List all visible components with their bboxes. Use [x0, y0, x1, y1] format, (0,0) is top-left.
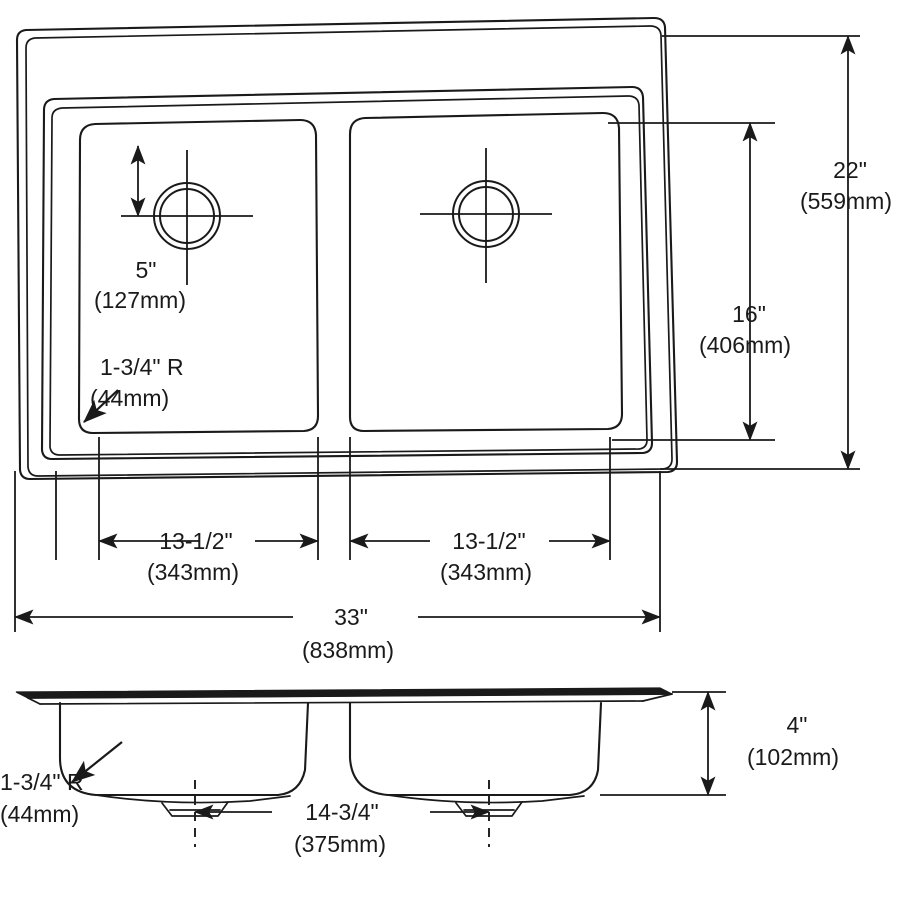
dim-right-bowl-imperial-label: 13-1/2" — [452, 528, 525, 554]
dim-22in-metric-label: (559mm) — [800, 188, 892, 214]
dim-left-bowl-width: 13-1/2" (343mm) — [98, 528, 319, 585]
callout-corner-radius-side: 1-3/4" R (44mm) — [0, 741, 123, 827]
bottom-extension-lines — [14, 437, 661, 632]
dim-5in-imperial-label: 5" — [136, 257, 157, 283]
dim-5in-metric-label: (127mm) — [94, 287, 186, 313]
dim-14-3-4in-imperial-label: 14-3/4" — [305, 799, 378, 825]
side-section-view-group: 1-3/4" R (44mm) 14-3/4" (375mm) — [0, 687, 839, 857]
radius-side-metric-label: (44mm) — [0, 801, 79, 827]
side-deck-rim — [15, 687, 673, 705]
left-bowl-outline — [77, 118, 320, 435]
dim-16in-imperial-label: 16" — [732, 301, 766, 327]
dim-right-bowl-metric-label: (343mm) — [440, 559, 532, 585]
dim-4in-metric-label: (102mm) — [747, 744, 839, 770]
dim-right-bowl-width: 13-1/2" (343mm) — [349, 528, 611, 585]
side-left-bowl — [58, 701, 310, 804]
radius-side-imperial-label: 1-3/4" R — [0, 769, 84, 795]
dim-14-3-4in-metric-label: (375mm) — [294, 831, 386, 857]
right-bowl-drain — [420, 148, 552, 283]
radius-top-metric-label: (44mm) — [90, 385, 169, 411]
dim-drain-offset-5in: 5" (127mm) — [94, 145, 186, 313]
dim-4in-imperial-label: 4" — [787, 712, 808, 738]
dim-drain-spacing-14-3-4in: 14-3/4" (375mm) — [194, 799, 490, 857]
dim-bowl-height-4in: 4" (102mm) — [700, 691, 839, 796]
callout-corner-radius-top: 1-3/4" R (44mm) — [83, 354, 184, 423]
right-bowl-outline — [348, 111, 624, 433]
dim-overall-depth-22in: 22" (559mm) — [800, 35, 892, 470]
dim-22in-imperial-label: 22" — [833, 157, 867, 183]
dim-33in-metric-label: (838mm) — [302, 637, 394, 663]
dim-33in-imperial-label: 33" — [334, 604, 368, 630]
top-view-group: 5" (127mm) 1-3/4" R (44mm) 22" (559mm) — [14, 16, 892, 663]
dim-overall-width-33in: 33" (838mm) — [14, 604, 661, 663]
dim-16in-metric-label: (406mm) — [699, 332, 791, 358]
radius-top-imperial-label: 1-3/4" R — [100, 354, 184, 380]
dim-left-bowl-metric-label: (343mm) — [147, 559, 239, 585]
sink-outer-rim — [15, 16, 679, 481]
side-right-bowl — [348, 701, 603, 804]
dim-bowl-depth-16in: 16" (406mm) — [699, 122, 791, 441]
dim-left-bowl-imperial-label: 13-1/2" — [159, 528, 232, 554]
